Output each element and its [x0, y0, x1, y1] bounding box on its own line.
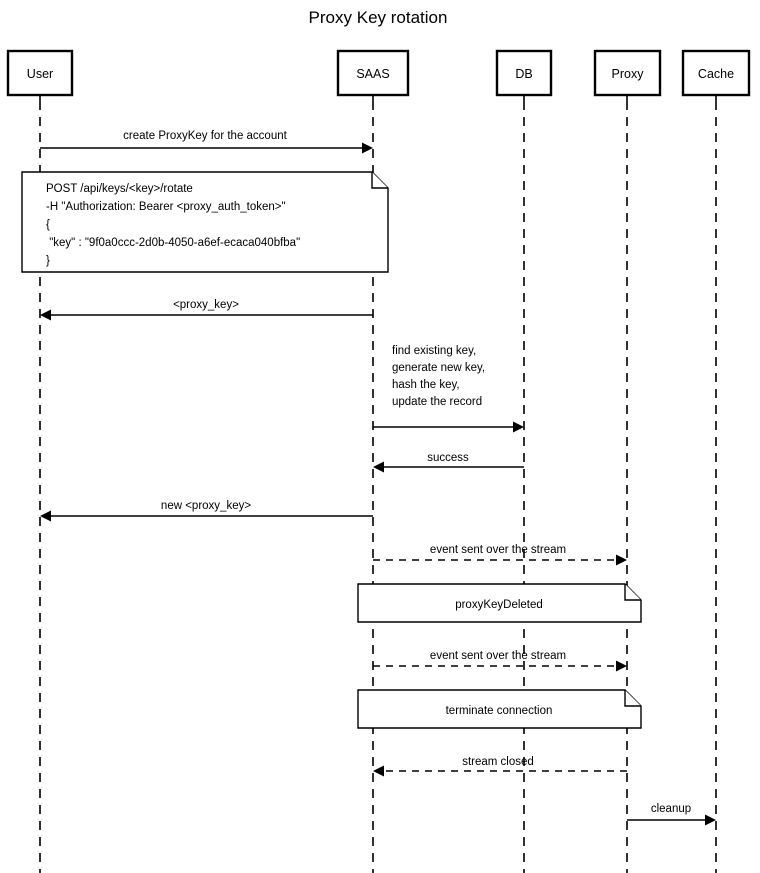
message-arrowhead-m3	[513, 421, 524, 433]
message-label-m8: stream closed	[462, 756, 534, 768]
note-text-note-proxykeydeleted: proxyKeyDeleted	[455, 599, 543, 611]
note-fold-note-terminate-connection	[624, 690, 641, 707]
note-text-line: -H "Authorization: Bearer <proxy_auth_to…	[46, 201, 286, 213]
message-arrowhead-m1	[362, 142, 373, 154]
note-body-note-post	[21, 171, 389, 273]
note-text-line: {	[46, 219, 50, 231]
note-text-line: POST /api/keys/<key>/rotate	[46, 183, 193, 195]
participant-box-saas	[336, 49, 410, 97]
participant-label-db: DB	[515, 67, 532, 81]
message-label-m4: success	[427, 452, 469, 464]
note-note-terminate-connection: terminate connection	[357, 689, 642, 729]
message-m2[interactable]: <proxy_key>	[40, 299, 373, 321]
message-m4[interactable]: success	[373, 452, 524, 473]
message-label-m7: event sent over the stream	[430, 650, 566, 662]
message-m8[interactable]: stream closed	[373, 756, 627, 777]
message-label-line: find existing key,	[392, 345, 476, 357]
message-label-line: update the record	[392, 396, 482, 408]
actors-layer: User SAAS DB Proxy Cache	[6, 49, 751, 97]
participant-proxy[interactable]: Proxy	[593, 49, 662, 97]
note-note-proxykeydeleted: proxyKeyDeleted	[357, 583, 642, 623]
participant-box-proxy	[593, 49, 662, 97]
message-arrowhead-m9	[705, 814, 716, 826]
message-arrowhead-m7	[616, 660, 627, 672]
notes-layer: POST /api/keys/<key>/rotate -H "Authoriza…	[21, 171, 642, 729]
note-body-note-proxykeydeleted	[357, 583, 642, 623]
page-title: Proxy Key rotation	[309, 8, 448, 27]
participant-box-cache	[681, 49, 751, 97]
messages-layer: create ProxyKey for the account <proxy_ke…	[40, 130, 716, 826]
message-label-m3: find existing key, generate new key, hash …	[392, 345, 485, 408]
note-note-post: POST /api/keys/<key>/rotate -H "Authoriza…	[21, 171, 389, 273]
note-text-line: }	[46, 255, 50, 267]
message-label-m2: <proxy_key>	[173, 299, 239, 311]
message-arrowhead-m5	[40, 510, 51, 522]
message-arrowhead-m2	[40, 309, 51, 321]
message-arrowhead-m6	[616, 554, 627, 566]
message-m7[interactable]: event sent over the stream	[373, 650, 627, 672]
note-text-note-terminate-connection: terminate connection	[446, 705, 553, 717]
message-label-m6: event sent over the stream	[430, 544, 566, 556]
note-text-note-post: POST /api/keys/<key>/rotate -H "Authoriza…	[46, 183, 300, 267]
message-label-line: generate new key,	[392, 362, 485, 374]
message-label-m5: new <proxy_key>	[161, 500, 251, 512]
participant-box-db	[495, 49, 553, 97]
participant-label-cache: Cache	[698, 67, 734, 81]
participant-label-proxy: Proxy	[612, 67, 645, 81]
note-fold-note-proxykeydeleted	[624, 584, 641, 601]
participant-cache[interactable]: Cache	[681, 49, 751, 97]
participant-label-saas: SAAS	[356, 67, 389, 81]
participant-label-user: User	[27, 67, 53, 81]
note-body-note-terminate-connection	[357, 689, 642, 729]
participant-db[interactable]: DB	[495, 49, 553, 97]
note-text-line: proxyKeyDeleted	[455, 599, 543, 611]
message-arrowhead-m4	[373, 461, 384, 473]
participant-user[interactable]: User	[6, 49, 74, 97]
note-fold-note-post	[371, 172, 388, 189]
participant-saas[interactable]: SAAS	[336, 49, 410, 97]
message-m3[interactable]: find existing key, generate new key, hash …	[373, 345, 524, 433]
message-label-line: hash the key,	[392, 379, 460, 391]
message-m9[interactable]: cleanup	[627, 803, 716, 826]
message-m1[interactable]: create ProxyKey for the account	[40, 130, 373, 154]
message-m6[interactable]: event sent over the stream	[373, 544, 627, 566]
participant-box-user	[6, 49, 74, 97]
note-text-line: terminate connection	[446, 705, 553, 717]
note-text-line: "key" : "9f0a0ccc-2d0b-4050-a6ef-ecaca04…	[46, 237, 300, 249]
message-label-m9: cleanup	[651, 803, 691, 815]
message-arrowhead-m8	[373, 765, 384, 777]
message-m5[interactable]: new <proxy_key>	[40, 500, 373, 522]
message-label-m1: create ProxyKey for the account	[123, 130, 287, 142]
